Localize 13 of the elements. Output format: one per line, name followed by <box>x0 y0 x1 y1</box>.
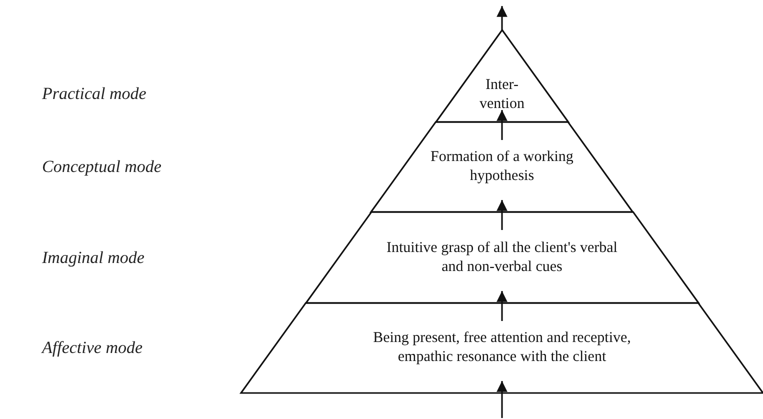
arrow <box>496 291 508 321</box>
tier-text: Inter- vention <box>478 76 526 114</box>
arrow <box>496 381 508 418</box>
tier-text: Formation of a working hypothesis <box>430 148 574 186</box>
arrow <box>496 6 508 30</box>
mode-label: Practical mode <box>42 84 146 104</box>
mode-label: Affective mode <box>42 338 143 358</box>
arrow <box>496 200 508 230</box>
mode-label: Conceptual mode <box>42 157 162 177</box>
tier-text: Being present, free attention and receptive, empathic resonance with the client <box>372 329 632 367</box>
arrow <box>496 110 508 140</box>
tier-text: Intuitive grasp of all the client's verbal and non-verbal cues <box>386 239 618 277</box>
mode-label: Imaginal mode <box>42 248 144 268</box>
